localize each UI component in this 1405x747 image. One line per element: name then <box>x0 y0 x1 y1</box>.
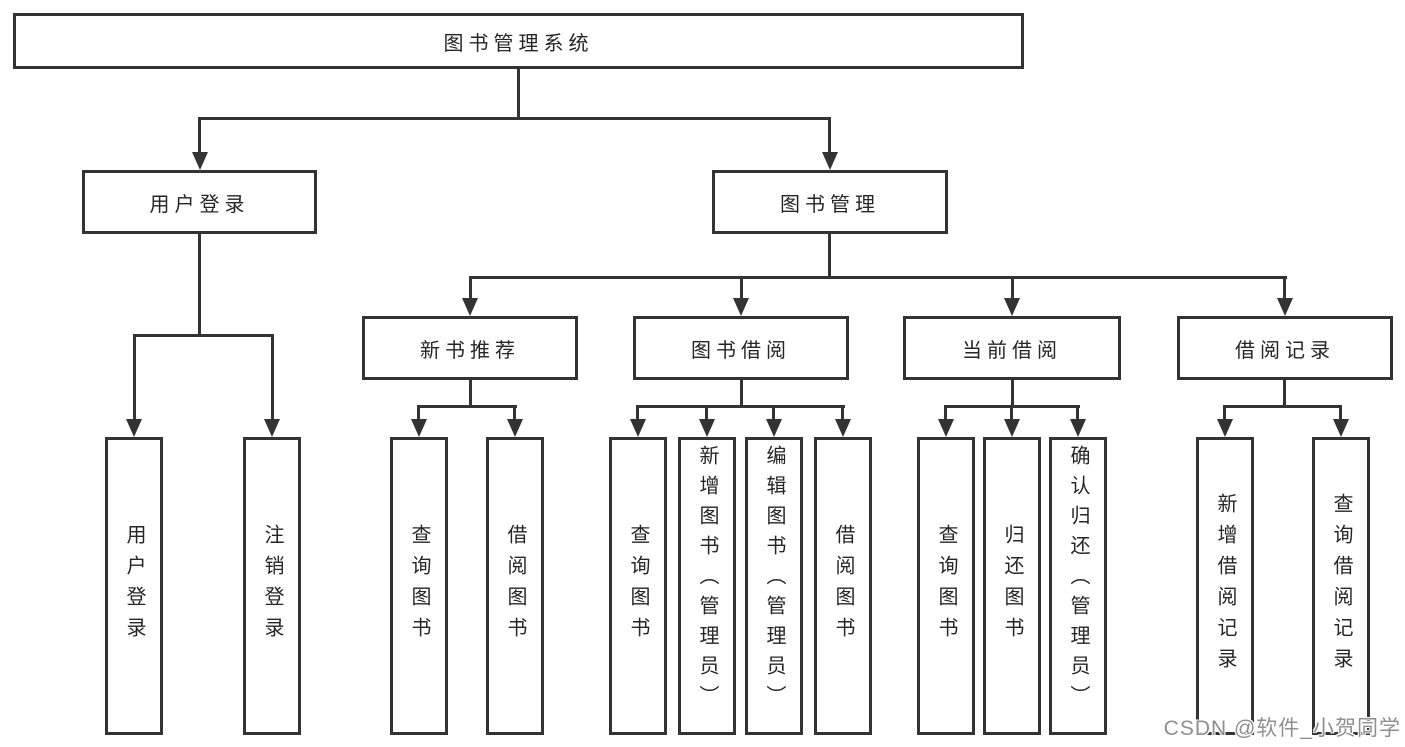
node-nb-borrow-books: 借阅图书 <box>486 437 544 735</box>
node-user-login-action: 用户登录 <box>105 437 163 735</box>
line-segment <box>198 117 831 120</box>
node-cb-query-books: 查询图书 <box>917 437 975 735</box>
line-segment <box>740 276 743 302</box>
node-bb-query-books: 查询图书 <box>609 437 667 735</box>
node-cb-confirm-return-admin: 确认归还（管理员） <box>1049 437 1107 735</box>
arrowhead <box>507 419 523 437</box>
arrowhead <box>766 419 782 437</box>
node-label: 新书推荐 <box>420 339 520 362</box>
arrowhead <box>126 419 142 437</box>
node-user-login: 用户登录 <box>82 170 317 234</box>
arrowhead <box>1004 298 1020 316</box>
arrowhead <box>1004 419 1020 437</box>
line-segment <box>636 405 845 408</box>
arrowhead <box>1277 298 1293 316</box>
line-segment <box>1076 405 1079 421</box>
line-segment <box>469 380 472 407</box>
arrowhead <box>822 152 838 170</box>
arrowhead <box>411 419 427 437</box>
node-label: 借阅图书 <box>504 524 526 648</box>
arrowhead <box>1070 419 1086 437</box>
line-segment <box>198 234 201 335</box>
node-label: 查询图书 <box>408 524 430 648</box>
line-segment <box>841 405 844 421</box>
arrowhead <box>699 419 715 437</box>
node-label: 查询图书 <box>627 524 649 648</box>
node-label: 新增借阅记录 <box>1214 493 1236 679</box>
node-label: 编辑图书（管理员） <box>763 445 785 715</box>
arrowhead <box>733 298 749 316</box>
arrowhead <box>462 298 478 316</box>
node-bb-edit-books-admin: 编辑图书（管理员） <box>745 437 803 735</box>
line-segment <box>1011 380 1014 407</box>
node-br-query-record: 查询借阅记录 <box>1312 437 1370 735</box>
line-segment <box>198 117 201 154</box>
node-book-borrowing: 图书借阅 <box>633 316 849 380</box>
node-label: 用户登录 <box>149 193 250 216</box>
node-label: 当前借阅 <box>962 339 1062 362</box>
line-segment <box>705 405 708 421</box>
line-segment <box>828 234 831 279</box>
node-logout-action: 注销登录 <box>243 437 301 735</box>
watermark: CSDN @软件_小贺同学 <box>1163 717 1401 740</box>
line-segment <box>133 334 274 337</box>
line-segment <box>1283 380 1286 407</box>
line-segment <box>740 380 743 407</box>
node-label: 查询借阅记录 <box>1330 493 1352 679</box>
node-label: 借阅图书 <box>832 524 854 648</box>
node-label: 新增图书（管理员） <box>696 445 718 715</box>
arrowhead <box>938 419 954 437</box>
node-bb-borrow-books: 借阅图书 <box>814 437 872 735</box>
line-segment <box>1011 276 1014 302</box>
arrowhead <box>1333 419 1349 437</box>
node-label: 用户登录 <box>123 524 145 648</box>
arrowhead <box>630 419 646 437</box>
node-library-management-system: 图书管理系统 <box>13 13 1024 69</box>
node-label: 归还图书 <box>1001 524 1023 648</box>
line-segment <box>1010 405 1013 421</box>
node-label: 借阅记录 <box>1235 339 1335 362</box>
line-segment <box>469 276 1287 279</box>
node-nb-query-books: 查询图书 <box>390 437 448 735</box>
line-segment <box>417 405 420 421</box>
line-segment <box>1223 405 1226 421</box>
line-segment <box>271 334 274 421</box>
node-book-management: 图书管理 <box>712 170 948 234</box>
node-cb-return-books: 归还图书 <box>983 437 1041 735</box>
line-segment <box>517 69 520 120</box>
arrowhead <box>192 152 208 170</box>
arrowhead <box>835 419 851 437</box>
node-label: 图书管理系统 <box>443 32 594 55</box>
line-segment <box>1223 405 1342 408</box>
line-segment <box>1283 276 1286 302</box>
line-segment <box>469 276 472 302</box>
line-segment <box>133 334 136 421</box>
node-bb-add-books-admin: 新增图书（管理员） <box>678 437 736 735</box>
arrowhead <box>264 419 280 437</box>
node-borrowing-records: 借阅记录 <box>1177 316 1393 380</box>
node-new-book-recommendation: 新书推荐 <box>362 316 578 380</box>
node-label: 注销登录 <box>261 524 283 648</box>
node-br-add-record: 新增借阅记录 <box>1196 437 1254 735</box>
line-segment <box>944 405 947 421</box>
node-current-borrowing: 当前借阅 <box>903 316 1121 380</box>
node-label: 确认归还（管理员） <box>1067 445 1089 715</box>
line-segment <box>513 405 516 421</box>
node-label: 图书管理 <box>780 193 880 216</box>
line-segment <box>417 405 517 408</box>
line-segment <box>1339 405 1342 421</box>
line-segment <box>772 405 775 421</box>
arrowhead <box>1217 419 1233 437</box>
node-label: 查询图书 <box>935 524 957 648</box>
line-segment <box>636 405 639 421</box>
node-label: 图书借阅 <box>691 339 791 362</box>
line-segment <box>828 117 831 154</box>
